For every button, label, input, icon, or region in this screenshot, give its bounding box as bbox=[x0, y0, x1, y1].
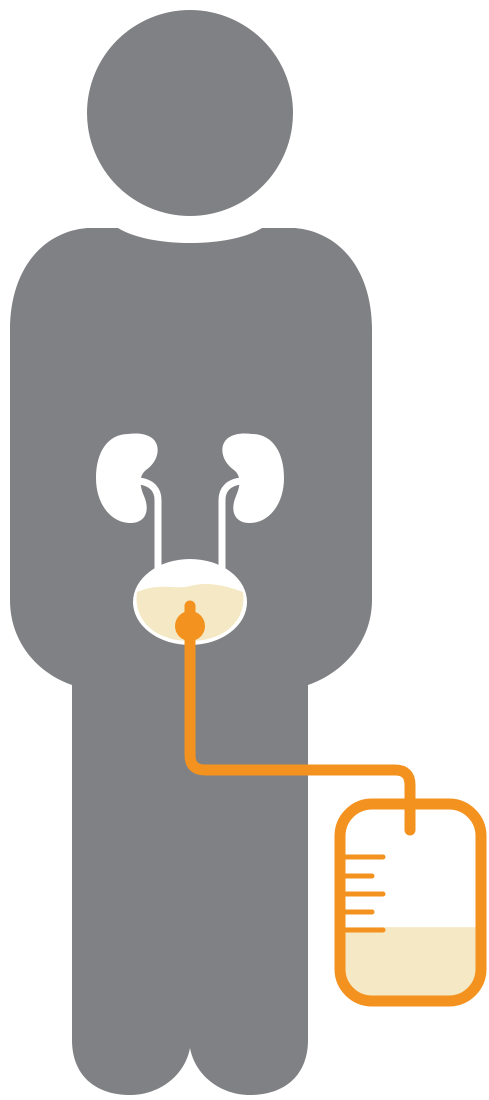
drainage-bag-fill bbox=[345, 927, 476, 996]
person-silhouette-icon bbox=[10, 10, 372, 1095]
head-icon bbox=[87, 10, 293, 216]
graduation-marks bbox=[346, 857, 383, 930]
